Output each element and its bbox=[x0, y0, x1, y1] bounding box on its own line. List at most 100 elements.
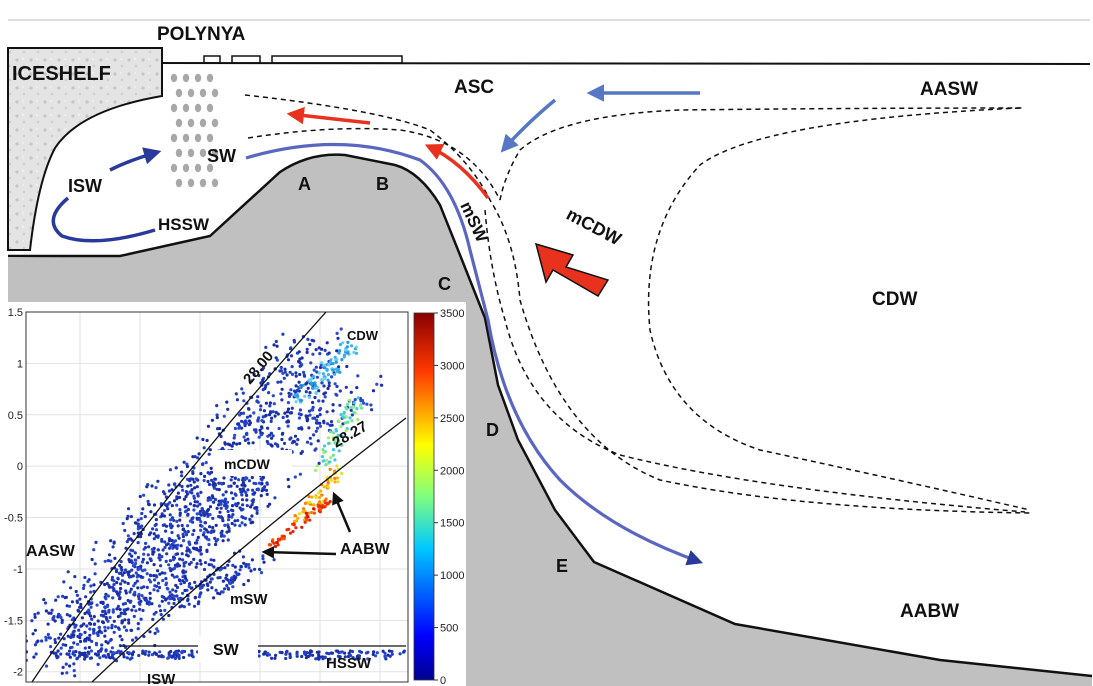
scatter-point bbox=[103, 605, 107, 609]
scatter-point bbox=[53, 638, 57, 642]
scatter-point bbox=[250, 558, 254, 562]
scatter-point bbox=[256, 418, 260, 422]
scatter-point bbox=[233, 519, 237, 523]
inset-mcdw-label: mCDW bbox=[224, 456, 271, 472]
scatter-point bbox=[146, 499, 150, 503]
brine-drop bbox=[175, 148, 183, 158]
scatter-point bbox=[107, 610, 111, 614]
scatter-point bbox=[328, 430, 332, 434]
scatter-point bbox=[327, 501, 331, 505]
scatter-point bbox=[308, 342, 312, 346]
scatter-point bbox=[383, 651, 387, 655]
scatter-point bbox=[145, 572, 149, 576]
scatter-point bbox=[177, 656, 181, 661]
scatter-point bbox=[132, 532, 136, 536]
scatter-point bbox=[136, 555, 140, 560]
scatter-point bbox=[225, 573, 229, 577]
scatter-point bbox=[154, 610, 158, 614]
point-a-label: A bbox=[298, 174, 311, 194]
scatter-point bbox=[69, 635, 74, 639]
scatter-point bbox=[327, 441, 331, 445]
scatter-point bbox=[323, 348, 327, 352]
scatter-point bbox=[195, 538, 199, 542]
scatter-point bbox=[231, 509, 235, 513]
scatter-point bbox=[245, 498, 249, 502]
scatter-point bbox=[53, 640, 58, 645]
scatter-point bbox=[148, 591, 152, 595]
scatter-point bbox=[221, 446, 225, 451]
scatter-point bbox=[335, 331, 339, 335]
scatter-point bbox=[222, 476, 226, 480]
inset-plot-frame bbox=[25, 311, 409, 683]
scatter-point bbox=[130, 561, 134, 565]
seafloor-outline bbox=[8, 153, 1093, 678]
scatter-point bbox=[225, 400, 229, 404]
scatter-point bbox=[264, 383, 268, 387]
scatter-point bbox=[151, 552, 155, 556]
scatter-point bbox=[351, 656, 355, 660]
scatter-point bbox=[300, 427, 304, 431]
scatter-point bbox=[273, 442, 278, 446]
scatter-point bbox=[342, 410, 346, 415]
scatter-point bbox=[317, 371, 321, 375]
scatter-point bbox=[259, 494, 263, 498]
scatter-point bbox=[139, 564, 143, 568]
brine-drop bbox=[211, 178, 219, 188]
scatter-point bbox=[202, 446, 206, 450]
scatter-point bbox=[94, 540, 98, 545]
scatter-point bbox=[56, 649, 60, 653]
scatter-point bbox=[369, 403, 373, 407]
scatter-point bbox=[139, 617, 143, 621]
scatter-point bbox=[293, 434, 298, 438]
scatter-point bbox=[319, 407, 323, 411]
scatter-point bbox=[199, 545, 203, 550]
scatter-point bbox=[226, 563, 230, 567]
isopycnals bbox=[244, 94, 1031, 514]
scatter-point bbox=[316, 439, 320, 443]
scatter-point bbox=[302, 507, 306, 511]
scatter-point bbox=[226, 509, 230, 514]
scatter-point bbox=[154, 486, 158, 490]
scatter-point bbox=[268, 401, 272, 405]
scatter-point bbox=[348, 398, 352, 402]
scatter-point bbox=[246, 579, 250, 583]
scatter-point bbox=[302, 370, 306, 374]
scatter-point bbox=[282, 534, 286, 538]
scatter-point bbox=[159, 613, 163, 617]
scatter-point bbox=[179, 544, 183, 548]
scatter-point bbox=[318, 421, 322, 425]
scatter-point bbox=[199, 591, 203, 595]
scatter-point bbox=[261, 415, 265, 419]
scatter-point bbox=[282, 376, 286, 380]
scatter-point bbox=[185, 492, 189, 496]
scatter-point bbox=[90, 617, 94, 621]
scatter-point bbox=[257, 654, 261, 658]
colorbar-tick-label: 500 bbox=[440, 623, 458, 635]
scatter-point bbox=[72, 662, 76, 666]
scatter-point bbox=[203, 521, 207, 525]
scatter-point bbox=[311, 416, 315, 420]
scatter-point bbox=[312, 433, 316, 437]
scatter-point bbox=[315, 375, 319, 379]
scatter-point bbox=[276, 537, 280, 541]
scatter-point bbox=[337, 365, 341, 369]
scatter-point bbox=[87, 611, 91, 615]
scatter-point bbox=[124, 608, 129, 612]
scatter-point bbox=[327, 381, 331, 385]
scatter-point bbox=[322, 392, 326, 396]
scatter-point bbox=[253, 567, 257, 571]
scatter-point bbox=[281, 332, 285, 336]
asc-label: ASC bbox=[454, 77, 494, 98]
scatter-point bbox=[260, 419, 264, 423]
scatter-point bbox=[209, 498, 213, 502]
scatter-point bbox=[305, 419, 309, 423]
brine-drop bbox=[206, 133, 214, 143]
scatter-point bbox=[320, 455, 325, 459]
scatter-point bbox=[108, 585, 112, 589]
scatter-point bbox=[156, 569, 160, 573]
scatter-point bbox=[172, 601, 176, 606]
scatter-point bbox=[267, 653, 271, 657]
scatter-point bbox=[323, 377, 327, 381]
scatter-point bbox=[110, 623, 114, 628]
scatter-point bbox=[280, 537, 284, 541]
